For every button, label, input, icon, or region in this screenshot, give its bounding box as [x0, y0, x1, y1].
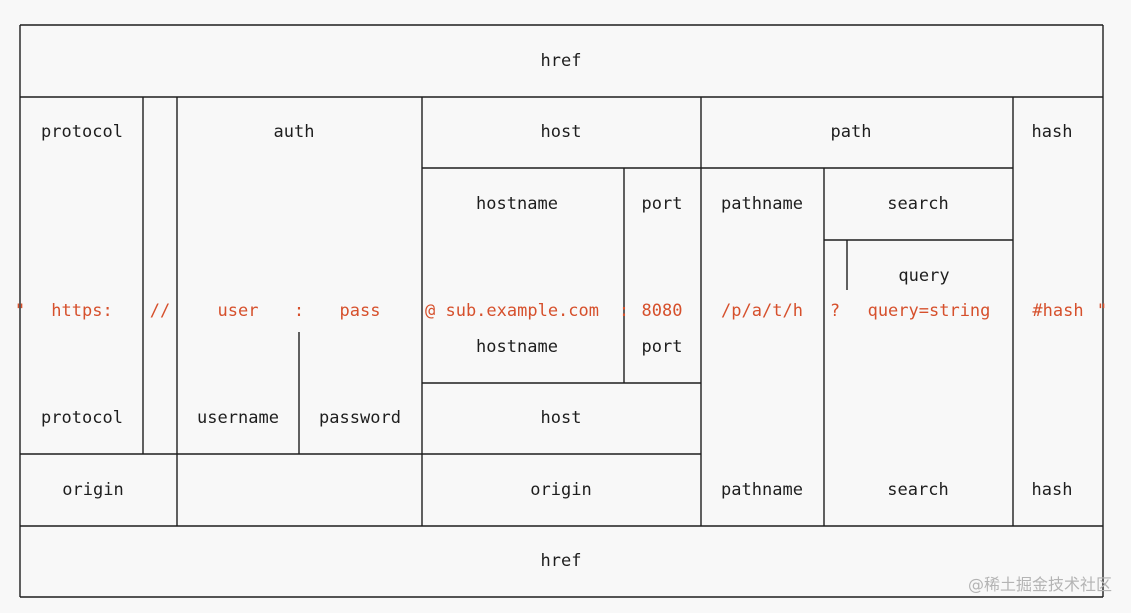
label-pathname-top: pathname	[721, 194, 803, 214]
label-search-top: search	[887, 194, 948, 214]
label-hash-bottom: hash	[1032, 480, 1073, 500]
url-quote-open: "	[15, 301, 25, 321]
label-protocol-bottom: protocol	[41, 408, 123, 428]
url-example: " https: // user : pass @ sub.example.co…	[15, 301, 1107, 321]
label-origin-mid: origin	[530, 480, 591, 500]
label-auth: auth	[274, 122, 315, 142]
label-href-top: href	[541, 51, 582, 71]
label-port-top: port	[642, 194, 683, 214]
url-auth-colon: :	[294, 301, 304, 321]
url-host: @ sub.example.com	[425, 301, 599, 321]
label-pathname-bottom: pathname	[721, 480, 803, 500]
url-query: query=string	[868, 301, 991, 321]
label-username: username	[197, 408, 279, 428]
label-hostname-top: hostname	[476, 194, 558, 214]
label-password: password	[319, 408, 401, 428]
label-search-bottom: search	[887, 480, 948, 500]
url-pass: pass	[340, 301, 381, 321]
url-slashes: //	[150, 301, 170, 321]
url-user: user	[218, 301, 259, 321]
label-href-bottom: href	[541, 551, 582, 571]
label-query: query	[898, 266, 949, 286]
label-path: path	[831, 122, 872, 142]
url-hash: #hash	[1032, 301, 1083, 321]
url-protocol: https:	[51, 301, 112, 321]
url-port: 8080	[642, 301, 683, 321]
url-question-mark: ?	[830, 301, 840, 321]
label-protocol-top: protocol	[41, 122, 123, 142]
diagram-lines	[19, 24, 1104, 598]
label-host-top: host	[541, 122, 582, 142]
label-host-bottom: host	[541, 408, 582, 428]
label-hash-top: hash	[1032, 122, 1073, 142]
label-port-bottom: port	[642, 337, 683, 357]
top-labels: href protocol auth host path hash hostna…	[41, 51, 1072, 286]
url-quote-close: "	[1097, 301, 1107, 321]
label-hostname-bottom: hostname	[476, 337, 558, 357]
url-port-colon: :	[619, 301, 629, 321]
url-pathname: /p/a/t/h	[721, 301, 803, 321]
watermark: @稀土掘金技术社区	[968, 575, 1112, 594]
bottom-labels: hostname port protocol username password…	[41, 337, 1072, 571]
label-origin-left: origin	[62, 480, 123, 500]
